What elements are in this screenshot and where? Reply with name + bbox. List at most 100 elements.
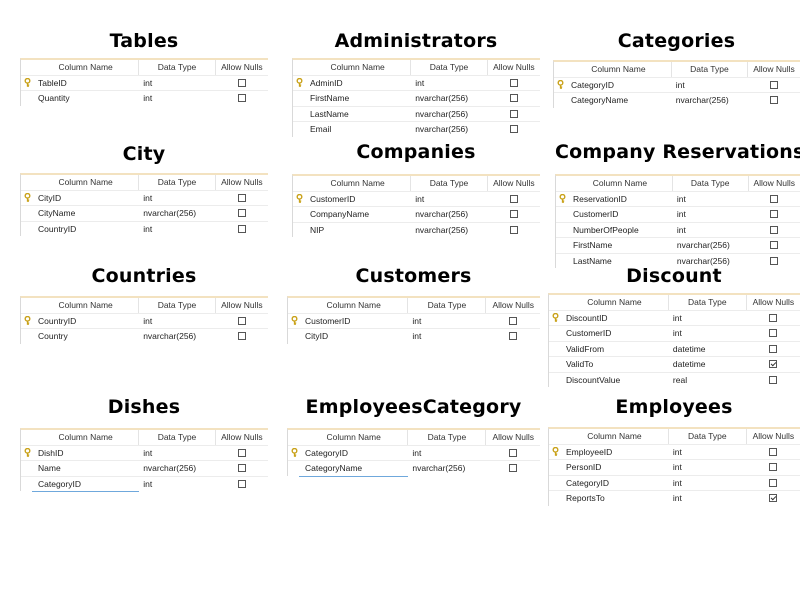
column-name-cell[interactable]: CompanyName xyxy=(310,209,370,220)
column-name-cell[interactable]: CountryID xyxy=(38,223,77,234)
table-row[interactable]: DishID int xyxy=(21,444,268,461)
column-name-cell[interactable]: ValidTo xyxy=(566,359,594,370)
column-name-cell[interactable]: AdminID xyxy=(310,77,343,88)
table-row[interactable]: CountryID int xyxy=(21,312,268,329)
data-type-cell[interactable]: int xyxy=(143,223,153,234)
data-type-cell[interactable]: int xyxy=(676,209,686,220)
table-row[interactable]: CustomerID int xyxy=(549,325,800,341)
allow-nulls-checkbox[interactable] xyxy=(769,447,778,456)
data-type-cell[interactable]: real xyxy=(672,374,688,385)
column-name-cell[interactable]: ReservationID xyxy=(573,193,627,204)
data-type-cell[interactable]: int xyxy=(143,93,153,104)
column-name-cell[interactable]: CustomerID xyxy=(305,315,351,326)
data-type-cell[interactable]: nvarchar(256) xyxy=(415,93,469,104)
table-row[interactable]: CategoryID int xyxy=(549,474,800,491)
table-row[interactable]: CountryID int xyxy=(21,220,268,237)
table-row[interactable]: LastName nvarchar(256) xyxy=(293,105,540,122)
column-name-cell[interactable]: CountryID xyxy=(38,315,77,326)
allow-nulls-checkbox[interactable] xyxy=(770,256,779,265)
allow-nulls-checkbox[interactable] xyxy=(769,478,778,487)
allow-nulls-checkbox[interactable] xyxy=(509,332,518,341)
data-type-cell[interactable]: int xyxy=(412,315,422,326)
table-row[interactable]: CategoryID int xyxy=(21,475,268,492)
allow-nulls-checkbox[interactable] xyxy=(237,332,246,341)
data-type-cell[interactable]: int xyxy=(676,193,686,204)
column-name-cell[interactable]: NIP xyxy=(310,224,325,235)
column-name-cell[interactable]: EmployeeID xyxy=(566,446,613,457)
data-type-cell[interactable]: int xyxy=(672,328,682,339)
column-name-cell[interactable]: Name xyxy=(38,463,61,474)
data-type-cell[interactable]: nvarchar(256) xyxy=(675,95,729,106)
table-row[interactable]: ValidFrom datetime xyxy=(549,340,800,357)
column-name-cell[interactable]: CustomerID xyxy=(310,193,356,204)
column-name-cell[interactable]: ReportsTo xyxy=(566,493,605,504)
column-name-cell[interactable]: TableID xyxy=(38,77,67,88)
table-row[interactable]: CustomerID int xyxy=(293,190,540,207)
table-row[interactable]: TableID int xyxy=(21,74,268,91)
allow-nulls-checkbox[interactable] xyxy=(509,464,518,473)
data-type-cell[interactable]: int xyxy=(415,193,425,204)
allow-nulls-checkbox[interactable] xyxy=(769,313,778,322)
data-type-cell[interactable]: int xyxy=(415,77,425,88)
allow-nulls-checkbox[interactable] xyxy=(237,448,246,457)
allow-nulls-checkbox[interactable] xyxy=(770,194,779,203)
data-type-cell[interactable]: datetime xyxy=(672,343,706,354)
allow-nulls-checkbox[interactable] xyxy=(237,464,246,473)
column-name-cell[interactable]: NumberOfPeople xyxy=(573,224,639,235)
column-name-cell[interactable]: LastName xyxy=(310,108,349,119)
data-type-cell[interactable]: int xyxy=(143,315,153,326)
data-type-cell[interactable]: int xyxy=(672,477,682,488)
allow-nulls-checkbox[interactable] xyxy=(237,193,246,202)
allow-nulls-checkbox[interactable] xyxy=(770,96,778,105)
column-name-cell[interactable]: CustomerID xyxy=(566,328,612,339)
allow-nulls-checkbox[interactable] xyxy=(237,209,246,218)
data-type-cell[interactable]: int xyxy=(143,447,153,458)
allow-nulls-checkbox[interactable] xyxy=(509,194,518,203)
allow-nulls-checkbox[interactable] xyxy=(509,109,518,118)
column-name-cell[interactable]: CategoryID xyxy=(566,477,609,488)
column-name-cell[interactable]: DishID xyxy=(38,447,64,458)
column-name-cell[interactable]: CategoryID xyxy=(571,79,614,90)
data-type-cell[interactable]: int xyxy=(672,312,682,323)
data-type-cell[interactable]: nvarchar(256) xyxy=(415,108,469,119)
allow-nulls-checkbox[interactable] xyxy=(237,94,246,103)
column-name-cell[interactable]: PersonID xyxy=(566,462,602,473)
data-type-cell[interactable]: int xyxy=(672,493,682,504)
data-type-cell[interactable]: int xyxy=(143,478,153,489)
table-row[interactable]: NIP nvarchar(256) xyxy=(293,221,540,238)
allow-nulls-checkbox[interactable] xyxy=(509,448,518,457)
data-type-cell[interactable]: nvarchar(256) xyxy=(412,463,466,474)
allow-nulls-checkbox[interactable] xyxy=(237,224,246,233)
allow-nulls-checkbox[interactable] xyxy=(770,225,779,234)
table-row[interactable]: ReservationID int xyxy=(556,190,800,207)
column-name-cell[interactable]: ValidFrom xyxy=(566,343,605,354)
data-type-cell[interactable]: int xyxy=(143,77,153,88)
column-name-cell[interactable]: CityID xyxy=(38,192,62,203)
table-row[interactable]: CompanyName nvarchar(256) xyxy=(293,206,540,222)
allow-nulls-checkbox[interactable] xyxy=(509,78,518,87)
column-name-cell[interactable]: FirstName xyxy=(573,240,613,251)
data-type-cell[interactable]: nvarchar(256) xyxy=(143,463,197,474)
column-name-cell[interactable]: CustomerID xyxy=(573,209,619,220)
allow-nulls-checkbox[interactable] xyxy=(237,316,246,325)
data-type-cell[interactable]: nvarchar(256) xyxy=(415,124,469,135)
allow-nulls-checkbox[interactable] xyxy=(769,494,778,503)
data-type-cell[interactable]: int xyxy=(143,192,153,203)
allow-nulls-checkbox[interactable] xyxy=(770,210,779,219)
column-name-cell[interactable]: CategoryID xyxy=(38,478,81,489)
table-row[interactable]: CityID int xyxy=(21,189,268,206)
allow-nulls-checkbox[interactable] xyxy=(769,360,778,369)
data-type-cell[interactable]: int xyxy=(672,462,682,473)
allow-nulls-checkbox[interactable] xyxy=(509,316,518,325)
data-type-cell[interactable]: nvarchar(256) xyxy=(415,209,469,220)
data-type-cell[interactable]: nvarchar(256) xyxy=(415,224,469,235)
